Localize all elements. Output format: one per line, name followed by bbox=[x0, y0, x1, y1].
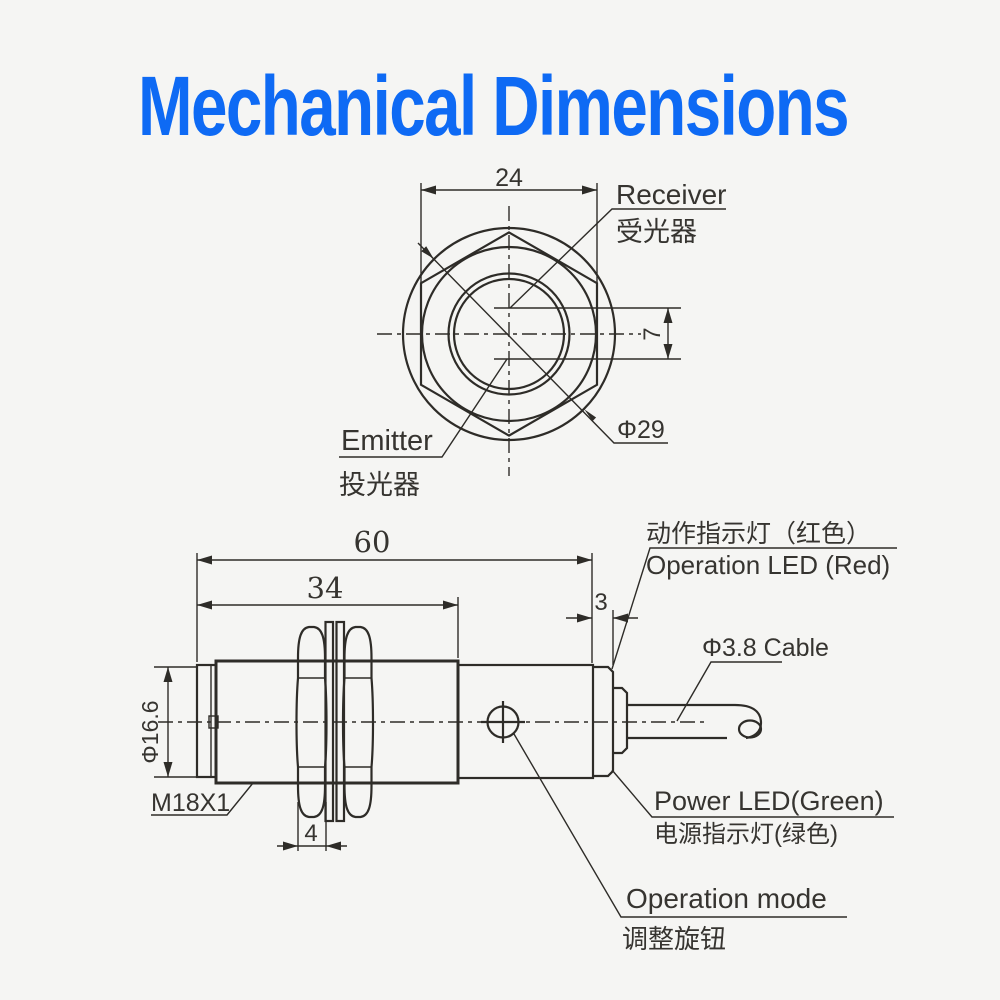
lens-outer-circle bbox=[447, 272, 571, 396]
cable-label: Φ3.8 Cable bbox=[702, 634, 829, 662]
operation-mode-callout: Operation mode 调整旋钮 bbox=[513, 733, 847, 954]
dim-60-label: 60 bbox=[354, 525, 391, 559]
dim-phi29: Φ29 bbox=[417, 242, 668, 444]
dim-3: 3 bbox=[566, 589, 638, 665]
washer-1 bbox=[324, 620, 335, 823]
operation-mode-label-en: Operation mode bbox=[626, 883, 827, 914]
emitter-label-en: Emitter bbox=[341, 425, 433, 457]
dim-24: 24 bbox=[420, 164, 598, 287]
thread-spec-label: M18X1 bbox=[151, 789, 230, 817]
operation-mode-screw bbox=[481, 701, 525, 743]
dim-60: 60 bbox=[196, 525, 593, 663]
led-ring bbox=[593, 665, 615, 778]
rear-housing bbox=[456, 663, 595, 780]
dim-4-label: 4 bbox=[304, 820, 317, 847]
emitter-label-zh: 投光器 bbox=[339, 470, 420, 500]
dim-3-label: 3 bbox=[594, 589, 607, 616]
receiver-callout: Receiver 受光器 bbox=[509, 179, 726, 309]
cable-callout: Φ3.8 Cable bbox=[676, 634, 829, 722]
operation-led-callout: 动作指示灯（红色） Operation LED (Red) bbox=[611, 520, 897, 670]
dim-phi29-label: Φ29 bbox=[617, 416, 665, 444]
receiver-label-en: Receiver bbox=[616, 179, 726, 210]
emitter-callout: Emitter 投光器 bbox=[339, 358, 508, 500]
operation-mode-label-zh: 调整旋钮 bbox=[622, 924, 726, 954]
front-view: 24 7 Φ29 Receiver 受光器 bbox=[339, 164, 726, 500]
front-cap bbox=[195, 663, 218, 779]
power-led-label-zh: 电源指示灯(绿色) bbox=[654, 821, 838, 848]
outer-flange-circle bbox=[401, 226, 617, 442]
dim-phi16-6: Φ16.6 bbox=[137, 666, 197, 778]
cable bbox=[627, 703, 763, 740]
receiver-label-zh: 受光器 bbox=[616, 217, 697, 247]
cable-gland bbox=[613, 686, 629, 755]
dim-phi16-6-label: Φ16.6 bbox=[137, 700, 163, 763]
thread-spec-callout: M18X1 bbox=[151, 782, 254, 817]
dim-24-label: 24 bbox=[495, 164, 523, 192]
mounting-nut-2 bbox=[341, 625, 375, 819]
power-led-label-en: Power LED(Green) bbox=[654, 786, 884, 816]
dim-34: 34 bbox=[197, 571, 459, 658]
optical-window-mark bbox=[208, 715, 219, 729]
washer-2 bbox=[335, 620, 346, 823]
side-view: 60 34 3 bbox=[137, 520, 897, 954]
dim-7-label: 7 bbox=[639, 327, 666, 340]
page-title: Mechanical Dimensions bbox=[138, 59, 850, 153]
lens-inner-circle bbox=[452, 277, 566, 391]
dim-34-label: 34 bbox=[307, 571, 344, 605]
operation-led-label-zh: 动作指示灯（红色） bbox=[646, 520, 871, 548]
dim-4: 4 bbox=[277, 802, 347, 851]
operation-led-label-en: Operation LED (Red) bbox=[646, 550, 890, 580]
dim-7: 7 bbox=[639, 308, 673, 359]
power-led-callout: Power LED(Green) 电源指示灯(绿色) bbox=[611, 769, 894, 848]
